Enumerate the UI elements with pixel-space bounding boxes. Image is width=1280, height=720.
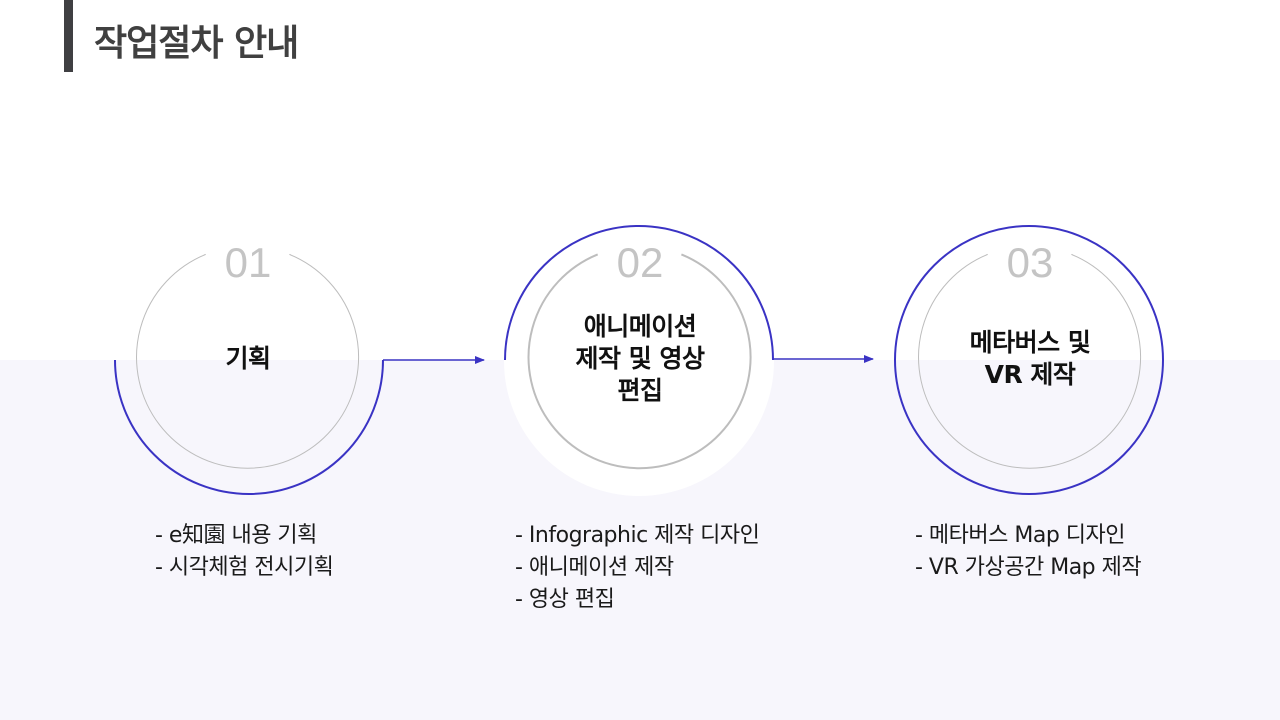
step-03-number: 03 <box>1006 239 1054 286</box>
step-02-outer-arc <box>504 225 774 361</box>
page-title: 작업절차 안내 <box>94 23 299 64</box>
list-item: - 애니메이션 제작 <box>515 555 674 580</box>
list-item: - VR 가상공간 Map 제작 <box>915 555 1142 580</box>
list-item: - 영상 편집 <box>515 587 615 612</box>
step-03-description-list: - 메타버스 Map 디자인 - VR 가상공간 Map 제작 <box>915 520 1142 584</box>
step-03-outer-ring <box>894 225 1164 495</box>
step-02-highlight-disc <box>504 226 774 496</box>
title-accent-bar <box>64 0 73 72</box>
step-03-title-line: VR 제작 <box>984 360 1076 389</box>
step-01-inner-ring <box>136 253 360 469</box>
step-02-title-line: 애니메이션 <box>583 312 697 341</box>
step-02-number: 02 <box>616 239 664 286</box>
step-02-title-line: 편집 <box>617 376 663 405</box>
step-03-title: 메타버스 및 VR 제작 <box>930 327 1130 391</box>
step-02-title: 애니메이션 제작 및 영상 편집 <box>540 311 740 407</box>
step-02-inner-ring <box>527 253 752 470</box>
step-02-description-list: - Infographic 제작 디자인 - 애니메이션 제작 - 영상 편집 <box>515 520 760 616</box>
step-03-title-line: 메타버스 및 <box>969 328 1091 357</box>
list-item: - e知園 내용 기획 <box>155 523 317 548</box>
step-03-inner-ring <box>918 253 1142 469</box>
step-01-number: 01 <box>224 239 272 286</box>
step-01-title: 기획 <box>148 343 348 375</box>
step-01-description-list: - e知園 내용 기획 - 시각체험 전시기획 <box>155 520 334 584</box>
step-01-title-line: 기획 <box>225 344 271 373</box>
step-01-outer-arc <box>114 359 384 495</box>
list-item: - 시각체험 전시기획 <box>155 555 334 580</box>
step-02-title-line: 제작 및 영상 <box>575 344 705 373</box>
list-item: - Infographic 제작 디자인 <box>515 523 760 548</box>
list-item: - 메타버스 Map 디자인 <box>915 523 1126 548</box>
